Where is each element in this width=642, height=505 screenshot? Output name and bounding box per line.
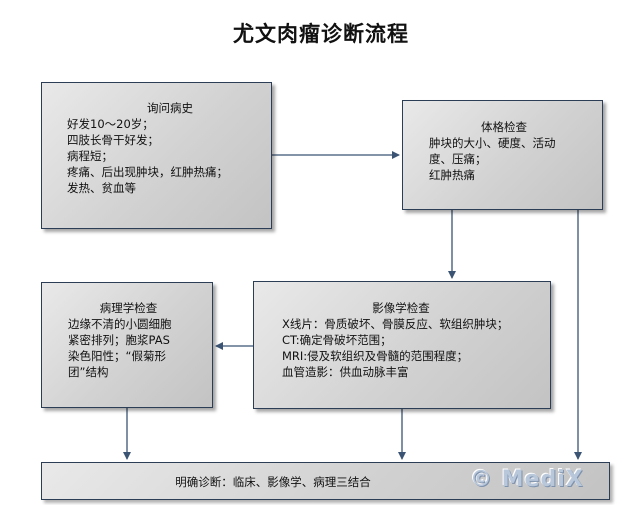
history-box: 询问病史 好发10～20岁； 四肢长骨干好发； 病程短； 疼痛、后出现肿块，红肿… [41,82,272,229]
imaging-box: 影像学检查 X线片：骨质破坏、骨膜反应、软组织肿块； CT:确定骨破坏范围； M… [253,281,551,409]
history-line: 好发10～20岁； [67,117,154,131]
conclusion-text: 明确诊断：临床、影像学、病理三结合 [175,475,371,489]
history-line: 病程短； [67,149,113,163]
physical-line: 红肿热痛 [429,168,475,182]
physical-line: 度、压痛； [429,152,487,166]
pathology-line: 团”结构 [68,365,109,379]
history-line: 发热、贫血等 [67,181,136,195]
pathology-line: 紧密排列；胞浆PAS [68,333,170,347]
history-line: 四肢长骨干好发； [67,133,159,147]
physical-line: 肿块的大小、硬度、活动 [429,136,556,150]
imaging-line: MRI:侵及软组织及骨髓的范围程度； [282,349,469,363]
history-line: 疼痛、后出现肿块，红肿热痛； [67,165,228,179]
diagram-title: 尤文肉瘤诊断流程 [233,21,409,46]
imaging-line: 血管造影：供血动脉丰富 [282,365,409,379]
medix-watermark: © MediX [470,467,584,492]
imaging-line: X线片：骨质破坏、骨膜反应、软组织肿块； [282,317,509,331]
physical-heading: 体格检查 [481,120,527,134]
pathology-line: 边缘不清的小圆细胞 [68,317,172,331]
physical-exam-box: 体格检查 肿块的大小、硬度、活动 度、压痛； 红肿热痛 [402,100,603,210]
pathology-line: 染色阳性；“假菊形 [68,349,166,363]
conclusion-box: 明确诊断：临床、影像学、病理三结合 [41,462,610,500]
imaging-heading: 影像学检查 [372,301,430,315]
pathology-heading: 病理学检查 [99,301,158,315]
history-heading: 询问病史 [147,101,193,115]
pathology-box: 病理学检查 边缘不清的小圆细胞 紧密排列；胞浆PAS 染色阳性；“假菊形 团”结… [41,282,213,408]
imaging-line: CT:确定骨破坏范围； [282,333,392,347]
